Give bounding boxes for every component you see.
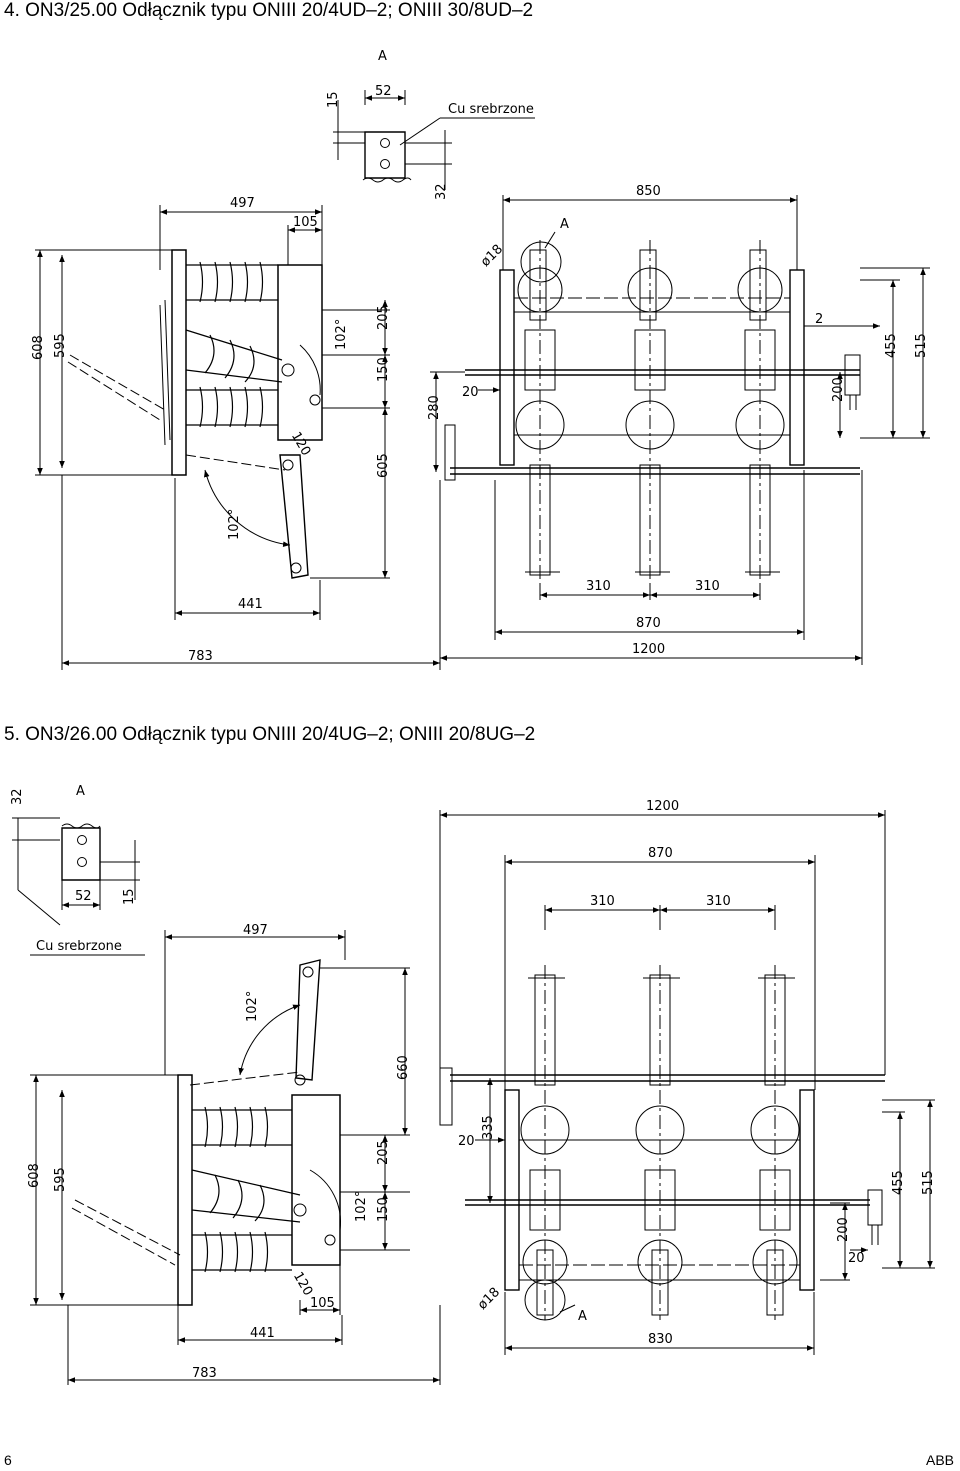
drawing-on3-26: 32 A 15 52 Cu srebrzone 497 102°	[10, 784, 936, 1385]
side-angle-3: 102°	[227, 509, 242, 540]
side2-h660: 660	[396, 1055, 411, 1080]
front2-width-870: 870	[648, 846, 673, 861]
side2-angle-1: 102°	[245, 991, 260, 1022]
front-gap: 2	[815, 312, 823, 327]
side-view-1: 497 105 102° 102° 120 608 5	[31, 196, 441, 670]
detail2-material: Cu srebrzone	[36, 939, 122, 954]
side2-width-top: 497	[243, 923, 268, 938]
front2-w20b: 20	[848, 1251, 865, 1266]
side-h605: 605	[376, 453, 391, 478]
side-width-783: 783	[188, 649, 213, 664]
front2-w20a: 20	[458, 1134, 475, 1149]
side2-width-783: 783	[192, 1366, 217, 1381]
front2-view-label: A	[578, 1309, 587, 1324]
side2-h150: 150	[376, 1197, 391, 1222]
front-pitch-2: 310	[695, 579, 720, 594]
detail-a-offset: 32	[434, 183, 449, 200]
side2-offset-105: 105	[310, 1296, 335, 1311]
side-width-441: 441	[238, 597, 263, 612]
detail-a-material: Cu srebrzone	[448, 102, 534, 117]
front-view-2: 1200 870 310 310	[439, 799, 936, 1355]
side-h205: 205	[376, 305, 391, 330]
detail2-offset: 32	[10, 788, 25, 805]
side-view-2: 497 102° 102° 120 660 205 150 608	[27, 923, 441, 1385]
side-angle-2: 120	[288, 430, 313, 459]
front2-h335: 335	[481, 1115, 496, 1140]
drawing-on3-25: A 52 15 32 Cu srebrzone 497 105	[31, 49, 930, 670]
front-pitch-1: 310	[586, 579, 611, 594]
pole-2c	[750, 965, 800, 1320]
front2-pitch-2: 310	[706, 894, 731, 909]
detail-a-view: A 52 15 32 Cu srebrzone	[326, 49, 535, 200]
front-h200: 200	[831, 377, 846, 402]
front-width-top: 850	[636, 184, 661, 199]
page-number: 6	[4, 1452, 12, 1468]
front-width-1200: 1200	[632, 642, 665, 657]
front-h280: 280	[427, 395, 442, 420]
side2-angle-2: 102°	[354, 1191, 369, 1222]
side-width-top: 497	[230, 196, 255, 211]
front-view-label: A	[560, 217, 569, 232]
front-width-870: 870	[636, 616, 661, 631]
detail-a-height: 15	[326, 91, 341, 108]
side-angle-1: 102°	[334, 319, 349, 350]
front2-width-830: 830	[648, 1332, 673, 1347]
section-2-title: 5. ON3/26.00 Odłącznik typu ONIII 20/4UG…	[4, 724, 536, 745]
side-height-inner: 595	[53, 333, 68, 358]
side2-height-inner: 595	[53, 1167, 68, 1192]
pole-2b	[635, 965, 685, 1320]
detail2-view-label: A	[76, 784, 85, 799]
pole-1c	[735, 240, 785, 585]
front2-width-1200: 1200	[646, 799, 679, 814]
detail-a-view-2: 32 A 15 52 Cu srebrzone	[10, 784, 145, 956]
front-h455: 455	[884, 333, 899, 358]
front-h515: 515	[914, 333, 929, 358]
side2-h205: 205	[376, 1140, 391, 1165]
side-h150: 150	[376, 357, 391, 382]
side-offset-top: 105	[293, 215, 318, 230]
side2-angle-3: 120	[290, 1270, 315, 1299]
front2-hole: ø18	[475, 1285, 503, 1313]
front2-pitch-1: 310	[590, 894, 615, 909]
side2-width-441: 441	[250, 1326, 275, 1341]
side2-height-total: 608	[27, 1163, 42, 1188]
detail-a-label: A	[378, 49, 387, 64]
front-hole: ø18	[478, 242, 506, 270]
detail-a-width: 52	[375, 84, 392, 99]
pole-1a	[515, 240, 565, 585]
detail2-width: 52	[75, 889, 92, 904]
front-view-1: 850 A ø18	[427, 184, 930, 665]
detail2-height: 15	[122, 888, 137, 905]
front2-h455: 455	[891, 1170, 906, 1195]
section-1-title: 4. ON3/25.00 Odłącznik typu ONIII 20/4UD…	[4, 0, 534, 21]
front2-h515: 515	[921, 1170, 936, 1195]
pole-2a	[520, 965, 570, 1320]
brand-logo-text: ABB	[925, 1452, 954, 1468]
front2-h200: 200	[836, 1217, 851, 1242]
side-height-total: 608	[31, 335, 46, 360]
front-w20: 20	[462, 385, 479, 400]
pole-1b	[625, 240, 675, 585]
